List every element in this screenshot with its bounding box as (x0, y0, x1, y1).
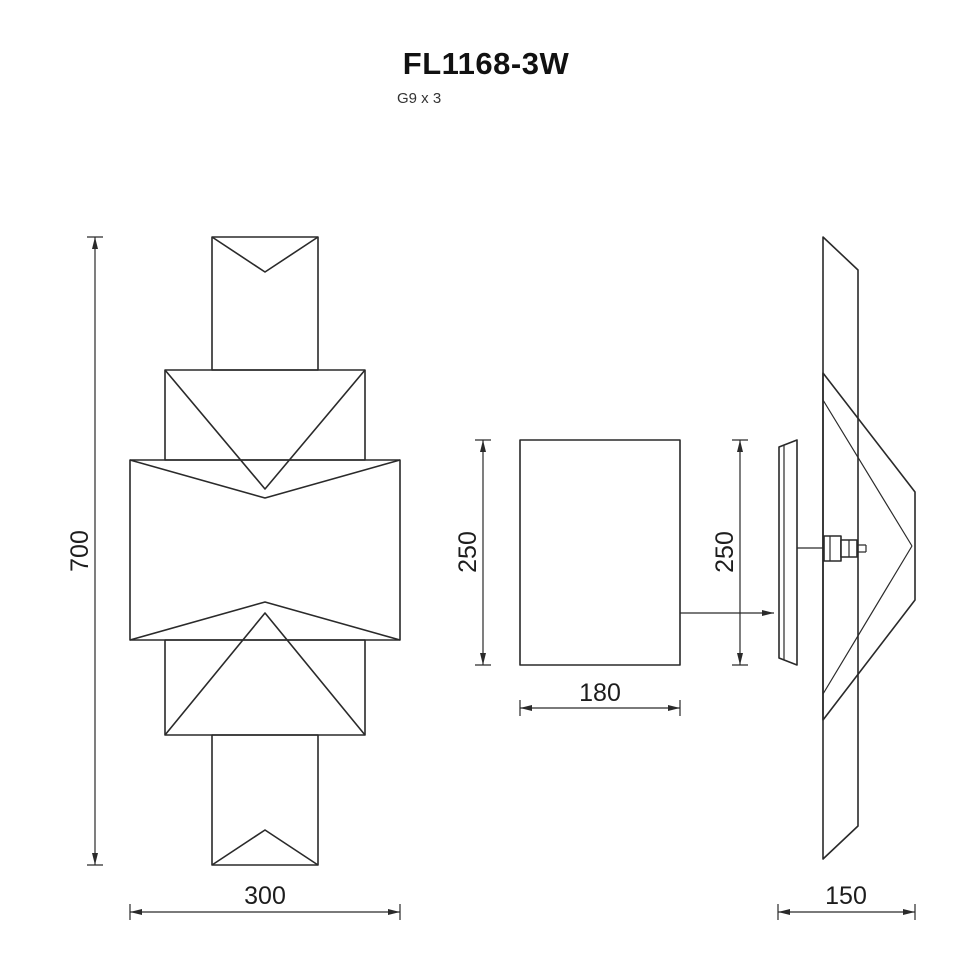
page-title: FL1168-3W (403, 46, 570, 81)
side-view (778, 236, 916, 860)
side-middle-tier-profile (822, 372, 916, 721)
shade-width-label: 180 (579, 679, 621, 707)
side-backplate (778, 439, 798, 666)
front-tier4-outline (164, 639, 366, 736)
front-width-label: 300 (244, 882, 286, 910)
front-view (129, 236, 401, 866)
shade-outline (519, 439, 681, 666)
front-tier2-fold (164, 369, 366, 490)
lamp-holder-assembly (797, 535, 867, 562)
side-middle-tier-fold-bottom (822, 545, 913, 695)
front-width-dimension: 300 (129, 882, 401, 920)
side-height-label: 250 (711, 531, 739, 573)
side-height-dimension: 250 (711, 439, 748, 666)
front-tier5-fold (211, 829, 319, 866)
socket-body (823, 535, 842, 562)
lamp-socket-spec: G9 x 3 (397, 90, 441, 107)
front-tier3-fold-bottom (129, 601, 401, 641)
shade-height-dimension: 250 (454, 439, 491, 666)
front-tier3-fold-top (129, 459, 401, 499)
side-depth-label: 150 (825, 882, 867, 910)
bulb-pins (857, 544, 867, 553)
shade-height-label: 250 (454, 531, 482, 573)
front-height-label: 700 (66, 530, 94, 572)
side-middle-tier-fold-top (822, 399, 913, 547)
front-tier1-outline (211, 236, 319, 371)
shade-view (519, 439, 774, 666)
front-tier5-outline (211, 734, 319, 866)
shade-width-dimension: 180 (519, 679, 681, 716)
front-tier2-outline (164, 369, 366, 461)
side-depth-dimension: 150 (777, 882, 916, 920)
front-tier1-fold (211, 236, 319, 273)
front-height-dimension: 700 (66, 236, 103, 866)
front-tier4-fold (164, 612, 366, 736)
